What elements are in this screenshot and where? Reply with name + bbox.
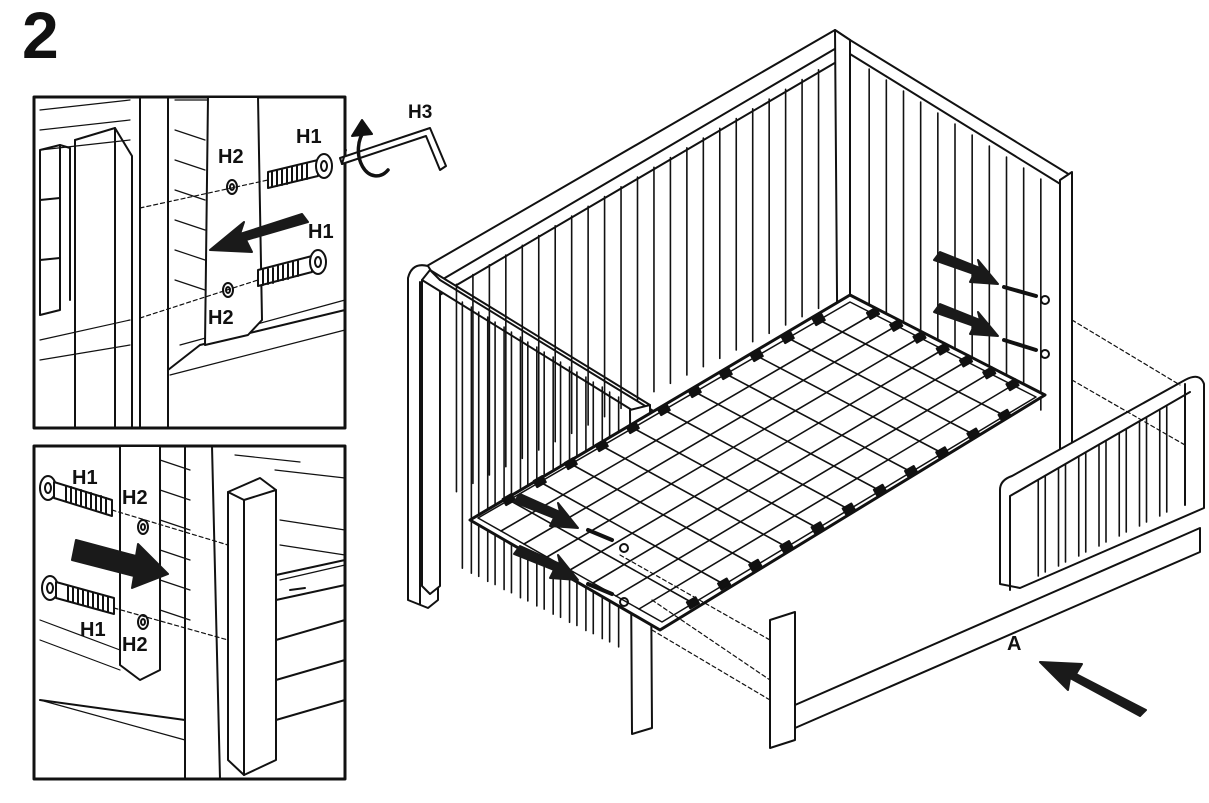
front-post-left-upper — [421, 279, 441, 595]
arrow-end-upper — [933, 251, 999, 285]
bolts-front-post — [513, 493, 629, 607]
guide-lines-top — [139, 179, 269, 319]
support-clip — [865, 306, 881, 320]
support-clip — [958, 354, 974, 368]
support-clip — [532, 475, 547, 489]
support-clip — [718, 367, 733, 381]
insert-arrow-bottom — [71, 539, 169, 589]
rail-a-slats — [1037, 404, 1168, 577]
support-clip — [872, 483, 887, 497]
post-top — [139, 96, 346, 429]
detail-frame-bottom — [32, 444, 347, 781]
label-h2-upper-top: H2 — [218, 146, 244, 168]
label-h2-lower-top: H2 — [208, 307, 234, 329]
bolts-end-post — [933, 251, 1050, 359]
washer-lower-bottom — [137, 614, 149, 630]
support-clip — [717, 577, 732, 591]
side-rail-a — [769, 375, 1205, 749]
support-grid-line — [500, 313, 875, 532]
support-clip — [889, 318, 904, 332]
post-bottom — [39, 445, 221, 780]
step-number: 2 — [22, 0, 59, 72]
label-h2-upper-bottom: H2 — [122, 487, 148, 509]
label-h1-lower-top: H1 — [308, 221, 334, 243]
support-clip — [563, 457, 578, 471]
support-clip — [935, 342, 950, 356]
bolt-lower-bottom — [41, 575, 115, 615]
support-clip — [625, 421, 640, 435]
label-a: A — [1007, 633, 1021, 655]
detail-frame-top — [32, 95, 347, 430]
support-grid-line — [592, 360, 968, 584]
support-grid-line — [638, 384, 1014, 610]
support-clip — [685, 596, 700, 610]
bolt-lower-top — [257, 249, 327, 287]
crib — [407, 29, 1073, 735]
support-clip — [935, 446, 950, 460]
support-clip — [904, 465, 919, 479]
label-h1-upper-top: H1 — [296, 126, 322, 148]
support-grid-line — [523, 324, 898, 545]
detail-panel-bottom: H1 H2 H1 H2 — [32, 444, 347, 781]
arrow-a — [1039, 661, 1147, 717]
bolt-upper-top — [267, 153, 333, 189]
allen-key-h3: H3 — [339, 102, 447, 178]
background-grid-bottom — [39, 454, 346, 741]
support-grid-line — [615, 372, 991, 597]
label-h3: H3 — [408, 102, 432, 123]
insert-arrow-top — [209, 213, 309, 253]
bolt-upper-bottom — [39, 475, 113, 517]
alignment-lines-right — [619, 319, 1186, 701]
support-grid — [500, 313, 1014, 610]
label-h1-upper-bottom: H1 — [72, 467, 98, 489]
support-clip — [501, 493, 516, 507]
end-slats — [868, 68, 1042, 411]
end-top-rail — [849, 39, 1071, 191]
support-clip — [811, 313, 826, 327]
support-clip — [748, 558, 763, 572]
back-slats — [455, 68, 820, 493]
label-h1-lower-bottom: H1 — [80, 619, 106, 641]
support-grid-line — [569, 348, 944, 571]
support-clip — [687, 385, 702, 399]
arrow-front-upper — [513, 493, 579, 529]
support-clip — [749, 349, 764, 363]
rail-end-bottom — [227, 477, 346, 776]
label-h2-lower-bottom: H2 — [122, 634, 148, 656]
arrow-front-lower — [513, 545, 579, 581]
support-clip — [656, 403, 671, 417]
guide-lines-bottom — [111, 509, 229, 641]
support-grid-line — [546, 336, 921, 558]
rail-end-top — [39, 127, 133, 429]
support-clip — [810, 521, 825, 535]
support-clip — [966, 427, 981, 441]
support-clip — [841, 502, 856, 516]
detail-panel-top: H2 H1 H1 H2 — [32, 95, 347, 430]
support-clip — [982, 366, 997, 380]
arrow-end-lower — [933, 303, 999, 337]
support-clip — [912, 330, 927, 344]
support-clips — [501, 306, 1020, 610]
support-clip — [780, 331, 795, 345]
washer-upper-bottom — [137, 519, 149, 535]
support-clip — [997, 408, 1012, 422]
washer-lower-top — [222, 282, 234, 298]
support-clip — [779, 540, 794, 554]
mattress-support — [468, 293, 1047, 632]
support-clip — [594, 439, 609, 453]
support-clip — [1005, 378, 1020, 392]
